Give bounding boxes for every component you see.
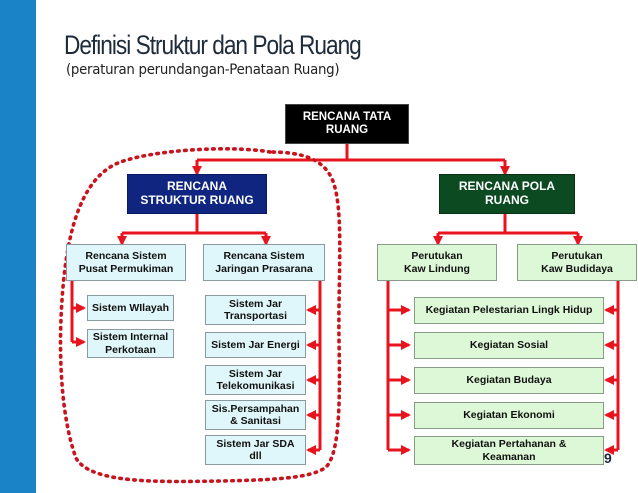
node-sistem-jar-energi: Sistem Jar Energi [205,332,306,358]
root-connector [197,143,505,162]
node-sistem-jar-sda: Sistem Jar SDA dll [205,435,306,465]
node-sistem-jar-telekomunikasi: Sistem Jar Telekomunikasi [205,365,306,395]
node-kaw-lindung: Perutukan Kaw Lindung [377,244,497,281]
page-number: 9 [604,450,612,466]
accent-bar [0,0,36,493]
node-sistem-internal-perkotaan: Sistem Internal Perkotaan [87,329,174,358]
node-kegiatan-budaya: Kegiatan Budaya [414,367,604,394]
slide-title: Definisi Struktur dan Pola Ruang [64,30,362,60]
node-kegiatan-pertahanan: Kegiatan Pertahanan & Keamanan [414,436,604,465]
struktur-connector [122,213,266,235]
dotted-highlight-outline [58,147,342,484]
node-sistem-jaringan-prasarana: Rencana Sistem Jaringan Prasarana [203,244,325,281]
slide-subtitle: (peraturan perundangan-Penataan Ruang) [66,62,340,78]
node-sistem-jar-transportasi: Sistem Jar Transportasi [205,295,306,325]
node-persampahan-sanitasi: Sis.Persampahan & Sanitasi [205,400,306,430]
node-kegiatan-sosial: Kegiatan Sosial [414,332,604,359]
node-kaw-budidaya: Perutukan Kaw Budidaya [517,244,637,281]
node-kegiatan-ekonomi: Kegiatan Ekonomi [414,402,604,429]
node-rencana-tata-ruang: RENCANA TATA RUANG [285,104,409,144]
node-sistem-wilayah: Sistem WIlayah [87,295,174,321]
pola-connector [438,213,578,235]
node-kegiatan-pelestarian: Kegiatan Pelestarian Lingk Hidup [414,297,604,324]
node-rencana-struktur-ruang: RENCANA STRUKTUR RUANG [127,174,267,214]
node-rencana-pola-ruang: RENCANA POLA RUANG [439,174,575,214]
node-sistem-pusat-permukiman: Rencana Sistem Pusat Permukiman [66,244,186,281]
